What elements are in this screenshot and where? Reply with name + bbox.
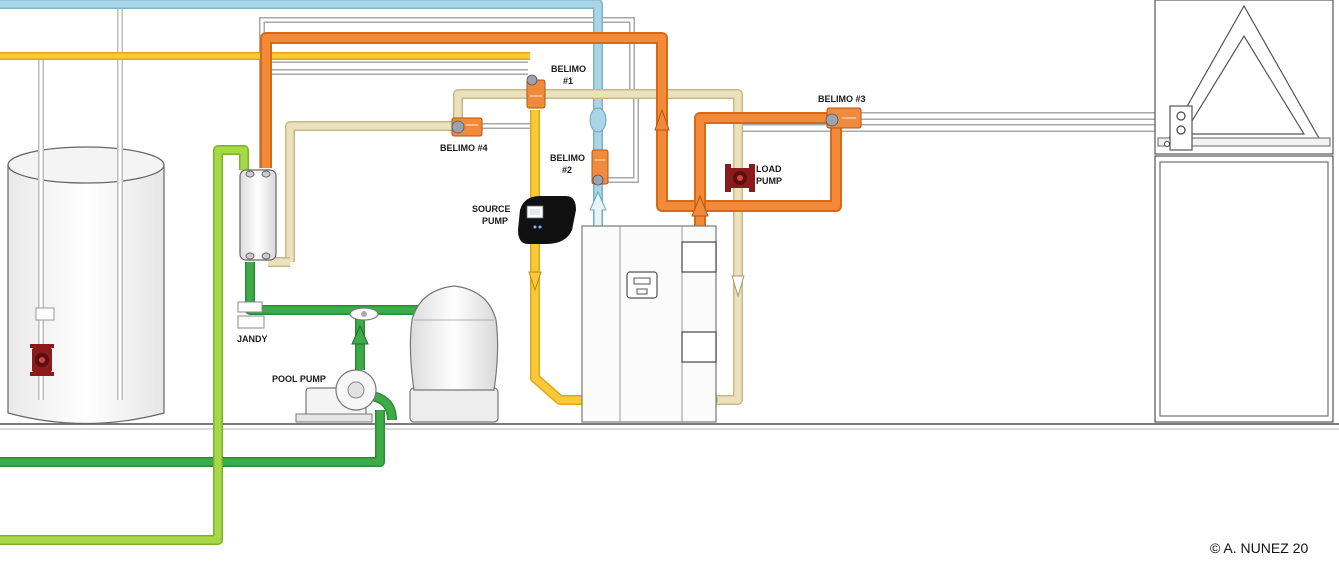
belimo-4-label: BELIMO #4 <box>440 143 488 153</box>
flow-arrow-icon <box>731 275 745 298</box>
belimo-1-valve-icon <box>526 74 546 109</box>
pool-filter <box>409 285 499 423</box>
jandy-valve-icon <box>237 301 265 329</box>
flow-arrow-icon <box>654 108 670 131</box>
pool-valve-icon <box>349 307 379 321</box>
tank-dip-pipes <box>35 0 123 400</box>
belimo-1-label-1: BELIMO <box>551 64 586 74</box>
heat-pump-unit <box>581 225 717 423</box>
air-handler <box>1154 0 1334 423</box>
storage-tank <box>7 146 165 425</box>
source-pump-label-1: SOURCE <box>472 204 511 214</box>
floor-line <box>0 423 1339 430</box>
belimo-1-label-2: #1 <box>563 76 573 86</box>
flow-arrow-icon <box>528 271 542 292</box>
belimo-2-label-1: BELIMO <box>550 153 585 163</box>
copyright-text: © A. NUNEZ 20 <box>1210 540 1308 556</box>
load-pump-label-1: LOAD <box>756 164 782 174</box>
belimo-2-label-2: #2 <box>562 165 572 175</box>
jandy-heat-exchanger <box>239 169 277 261</box>
source-pump-label-2: PUMP <box>482 216 508 226</box>
pool-pump-label: POOL PUMP <box>272 374 326 384</box>
load-pump-icon <box>725 164 755 192</box>
tank-pump-icon <box>30 344 54 376</box>
pool-pump-icon <box>295 369 377 423</box>
load-pump-label-2: PUMP <box>756 176 782 186</box>
return-pipes <box>268 89 745 406</box>
jandy-label: JANDY <box>237 334 268 344</box>
cold-water-pipe <box>0 0 607 322</box>
belimo-3-label: BELIMO #3 <box>818 94 866 104</box>
belimo-3-valve-icon <box>825 107 862 129</box>
flow-arrow-icon <box>351 324 369 345</box>
belimo-2-valve-icon <box>591 149 609 186</box>
belimo-4-valve-icon <box>451 117 483 137</box>
flow-arrow-icon <box>691 194 709 217</box>
source-pump-icon <box>518 196 576 244</box>
